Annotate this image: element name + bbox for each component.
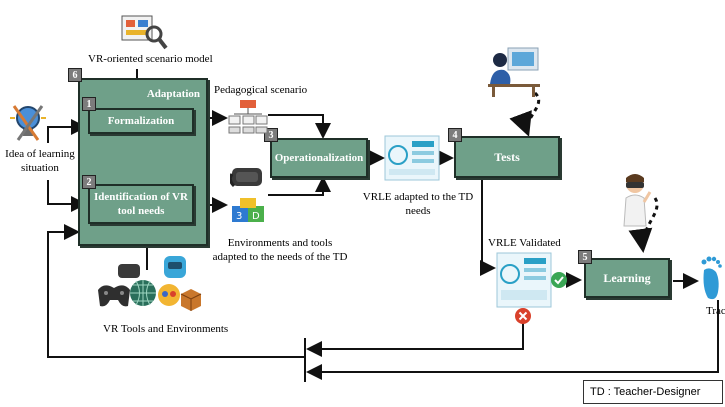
arrow-cross-feedback bbox=[306, 323, 524, 357]
arrow-idea-to-formalization bbox=[47, 119, 87, 143]
identification-label-line1: Identification of VR bbox=[94, 191, 188, 203]
formalization-box: Formalization bbox=[88, 108, 194, 134]
cross-icon bbox=[515, 308, 531, 324]
dotted-learner-to-learning bbox=[628, 197, 659, 253]
flowchart-icon bbox=[228, 100, 268, 134]
box-icon bbox=[180, 289, 202, 311]
vrle-adapted-line2: needs bbox=[405, 205, 431, 217]
check-icon bbox=[551, 272, 567, 288]
identification-box: Identification of VR tool needs bbox=[88, 184, 194, 224]
tests-label: Tests bbox=[494, 149, 520, 164]
pedagogical-scenario-label: Pedagogical scenario bbox=[214, 84, 308, 96]
arrow-scenario-to-operationalization bbox=[268, 114, 331, 139]
operationalization-box: Operationalization bbox=[270, 138, 368, 178]
arrow-tests-to-validated bbox=[480, 180, 496, 276]
formalization-label: Formalization bbox=[107, 115, 175, 127]
vr-headset-small-icon bbox=[118, 264, 140, 278]
adaptation-number: 6 bbox=[68, 68, 82, 82]
vr-character-icon bbox=[164, 256, 186, 278]
idea-label: Idea of learning situation bbox=[2, 147, 78, 175]
environments-label: Environments and tools adapted to the ne… bbox=[210, 236, 350, 264]
vrle-validated-label: VRLE Validated bbox=[488, 237, 561, 249]
env-label-line2: adapted to the needs of the TD bbox=[212, 251, 348, 263]
learning-box: Learning bbox=[584, 258, 670, 298]
gamepad-icon bbox=[98, 285, 130, 307]
vr-scenario-model-label: VR-oriented scenario model bbox=[88, 53, 213, 65]
legend-box: TD : Teacher-Designer bbox=[583, 380, 723, 404]
tools-icon bbox=[121, 15, 168, 50]
controllers-icon bbox=[158, 284, 180, 306]
vr-tools-label: VR Tools and Environments bbox=[103, 323, 229, 335]
step-1-number: 1 bbox=[82, 97, 96, 111]
learning-label: Learning bbox=[603, 270, 651, 285]
step-4-number: 4 bbox=[448, 128, 462, 142]
vrle-adapted-label: VRLE adapted to the TD needs bbox=[360, 190, 476, 218]
tests-box: Tests bbox=[454, 136, 560, 178]
lightbulb-icon bbox=[10, 105, 46, 141]
legend-text: TD : Teacher-Designer bbox=[590, 386, 701, 398]
arrow-feedback-to-adaptation bbox=[47, 224, 305, 358]
learner-vr-icon bbox=[623, 174, 652, 227]
vrle-adapted-line1: VRLE adapted to the TD bbox=[362, 191, 474, 203]
screen-icon bbox=[384, 135, 440, 181]
traces-label: Trac bbox=[706, 305, 725, 317]
footprint-icon bbox=[701, 256, 722, 300]
step-2-number: 2 bbox=[82, 175, 96, 189]
dotted-developer-to-tests bbox=[509, 91, 541, 137]
arrow-env-to-operationalization bbox=[268, 176, 331, 196]
developer-icon bbox=[488, 47, 540, 97]
adaptation-label: Adaptation bbox=[146, 88, 200, 100]
arrow-idea-to-identification bbox=[47, 180, 87, 212]
vr-headset-icon bbox=[230, 168, 262, 188]
svg-text:3: 3 bbox=[236, 211, 242, 222]
globe-grid-icon bbox=[130, 280, 156, 306]
idea-label-line1: Idea of learning bbox=[5, 148, 75, 160]
idea-label-line2: situation bbox=[21, 162, 59, 174]
env-label-line1: Environments and tools bbox=[227, 237, 333, 249]
step-5-number: 5 bbox=[578, 250, 592, 264]
operationalization-label: Operationalization bbox=[274, 152, 364, 164]
validated-screen-icon bbox=[496, 252, 552, 308]
cubes-icon: D 3 bbox=[232, 198, 264, 222]
svg-text:D: D bbox=[252, 211, 260, 222]
arrow-traces-feedback bbox=[306, 300, 719, 380]
identification-label-line2: tool needs bbox=[117, 205, 165, 217]
